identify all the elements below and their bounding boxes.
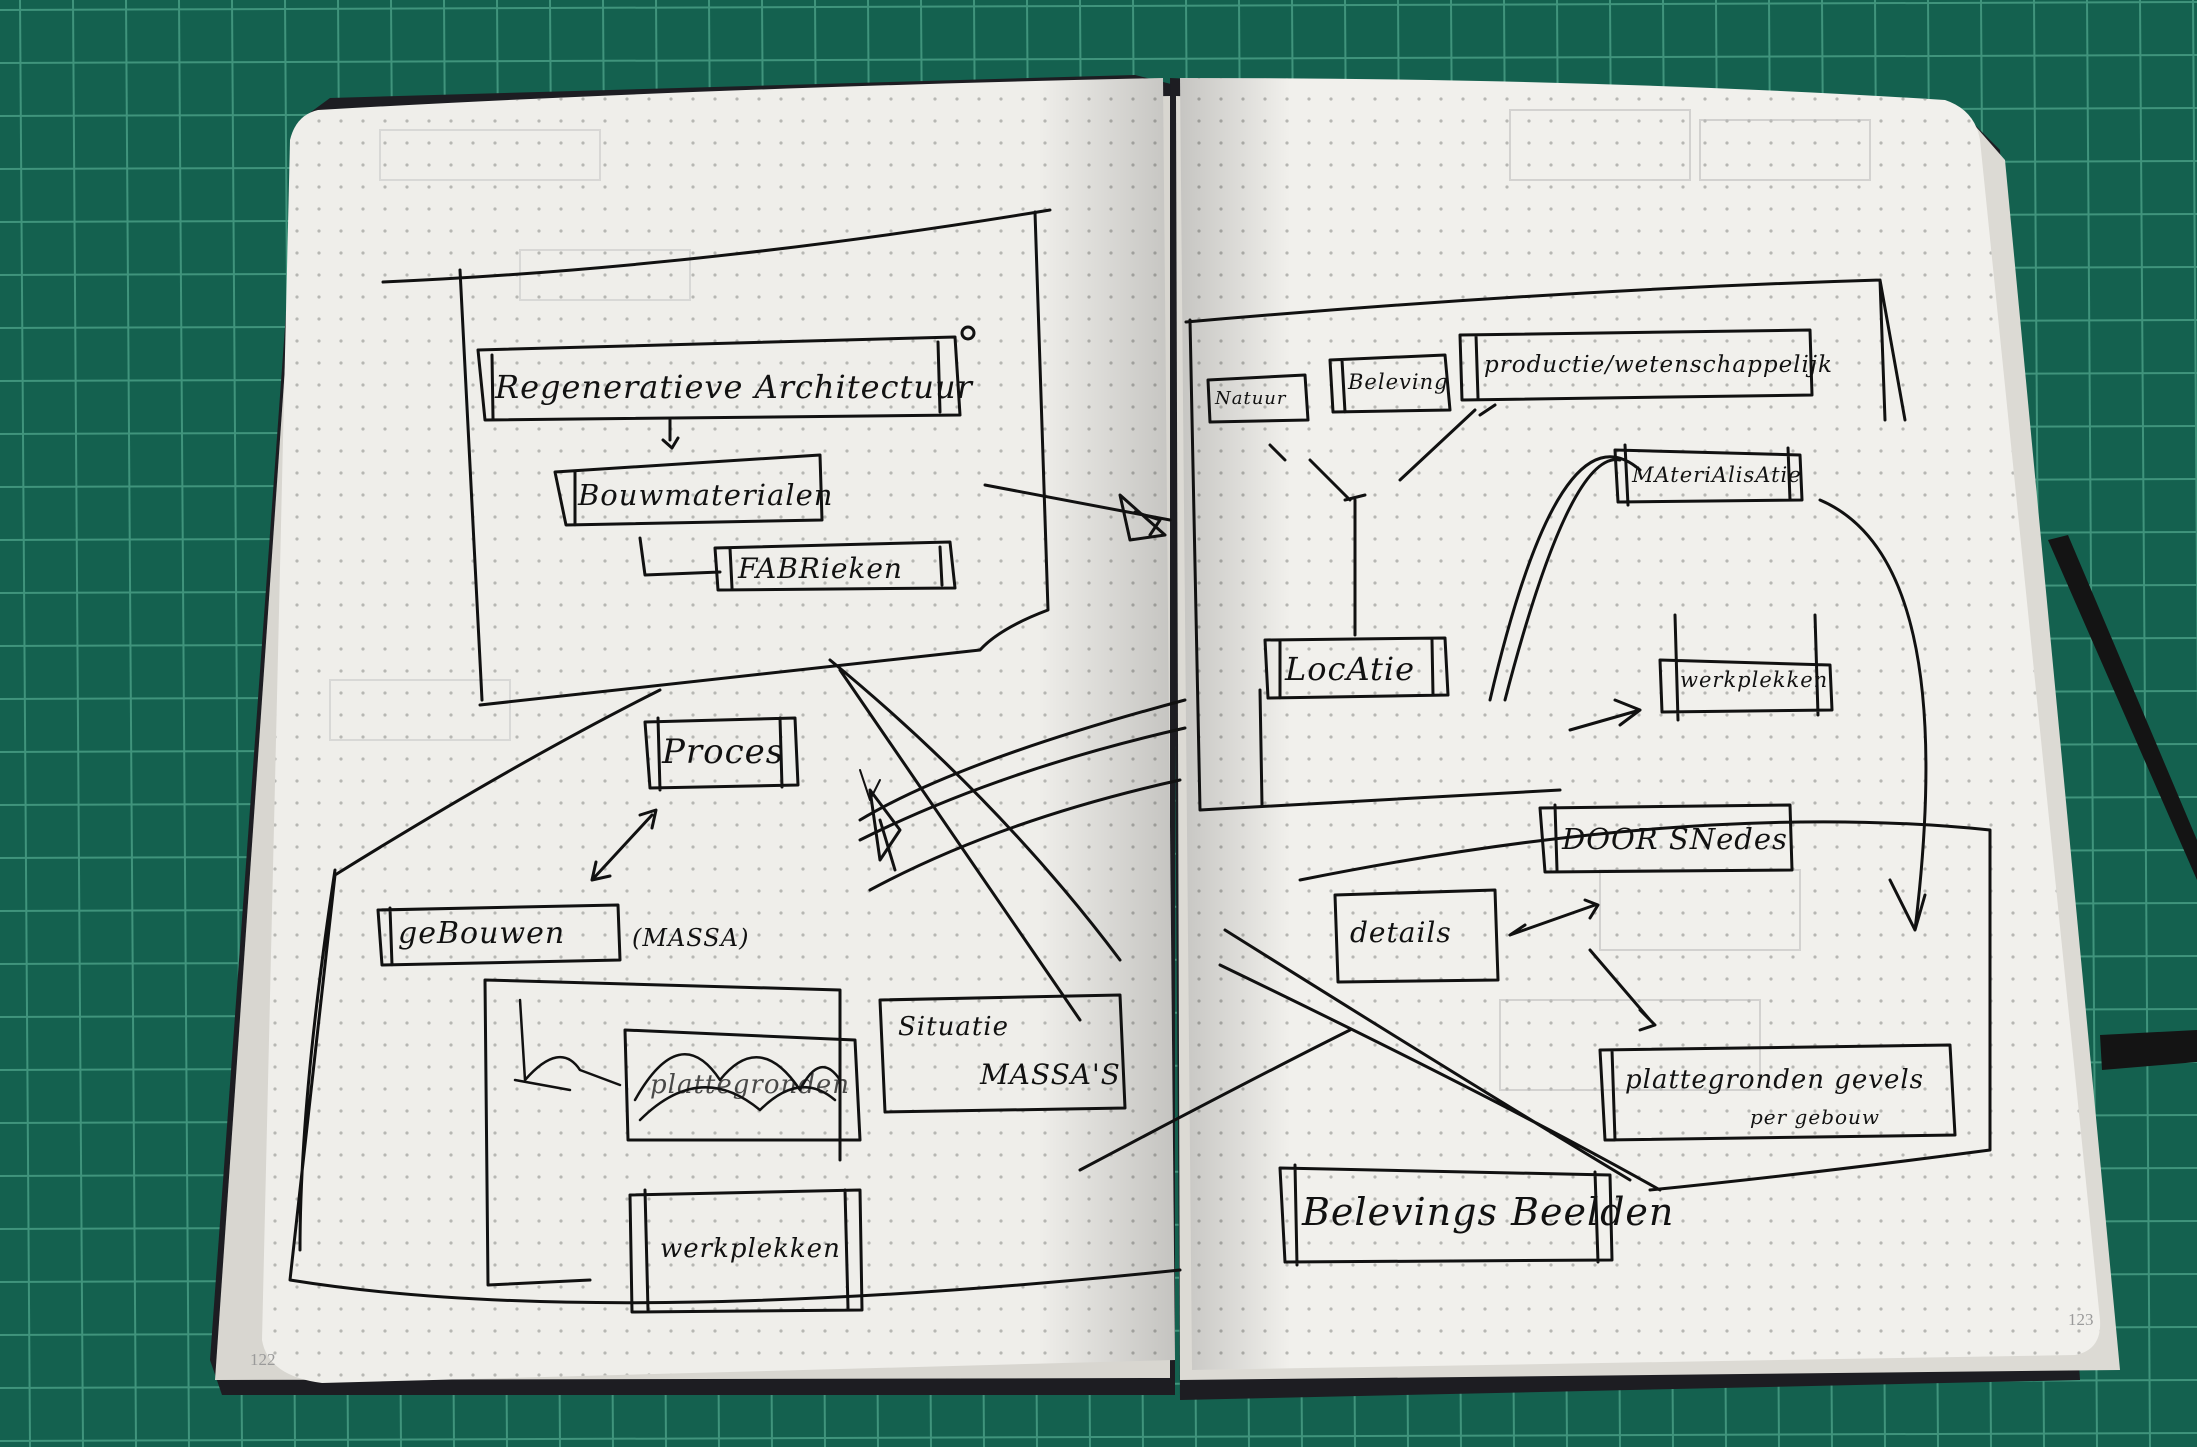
- label-materialisatie: MAteriAlisAtie: [1632, 463, 1802, 487]
- label-per-gebouw: per gebouw: [1750, 1105, 1881, 1129]
- page-number-right: 123: [2068, 1310, 2094, 1329]
- label-werkplekken-left: werkplekken: [660, 1234, 841, 1264]
- label-massas: MASSA'S: [980, 1058, 1121, 1091]
- mat-grid-line: [0, 1, 2197, 11]
- elastic-band: [2048, 535, 2197, 880]
- elastic-band-lower: [2100, 1030, 2197, 1070]
- left-page: [262, 78, 1175, 1383]
- label-regenerative-architectuur: Regeneratieve Architectuur: [495, 368, 973, 406]
- label-proces: Proces: [662, 732, 785, 772]
- label-productie: productie/wetenschappelijk: [1484, 352, 1833, 378]
- label-massa: (MASSA): [632, 924, 750, 952]
- mat-grid-line: [2192, 0, 2197, 724]
- label-bouwmaterialen: Bouwmaterialen: [578, 478, 834, 512]
- label-locatie: LocAtie: [1285, 650, 1416, 688]
- label-doorsnedes: DOOR SNedes: [1562, 822, 1788, 856]
- right-sketch: [1078, 278, 1992, 1267]
- label-natuur: Natuur: [1215, 388, 1287, 409]
- mat-grid-line: [0, 1432, 2197, 1442]
- mat-grid-line: [72, 0, 84, 1447]
- page-number-left: 122: [250, 1350, 276, 1369]
- label-gebouwen: geBouwen: [398, 916, 566, 951]
- label-situatie: Situatie: [898, 1012, 1009, 1042]
- label-fabrieken: FABRieken: [738, 552, 903, 585]
- mat-grid-line: [19, 0, 31, 1447]
- label-beleving: Beleving: [1348, 370, 1449, 394]
- left-sketch: [288, 208, 1187, 1314]
- mat-grid-line: [178, 0, 190, 1447]
- label-werkplekken-right: werkplekken: [1680, 668, 1829, 692]
- label-details: details: [1350, 916, 1452, 949]
- label-plattegronden-left: plattegronden: [650, 1070, 850, 1100]
- mat-grid-line: [0, 54, 2197, 64]
- right-page: [1180, 78, 2101, 1370]
- label-belevingsbeelden: Belevings Beelden: [1302, 1190, 1675, 1234]
- label-plattegronden-gevels: plattegronden gevels: [1625, 1065, 1925, 1095]
- mat-grid-line: [125, 0, 137, 1447]
